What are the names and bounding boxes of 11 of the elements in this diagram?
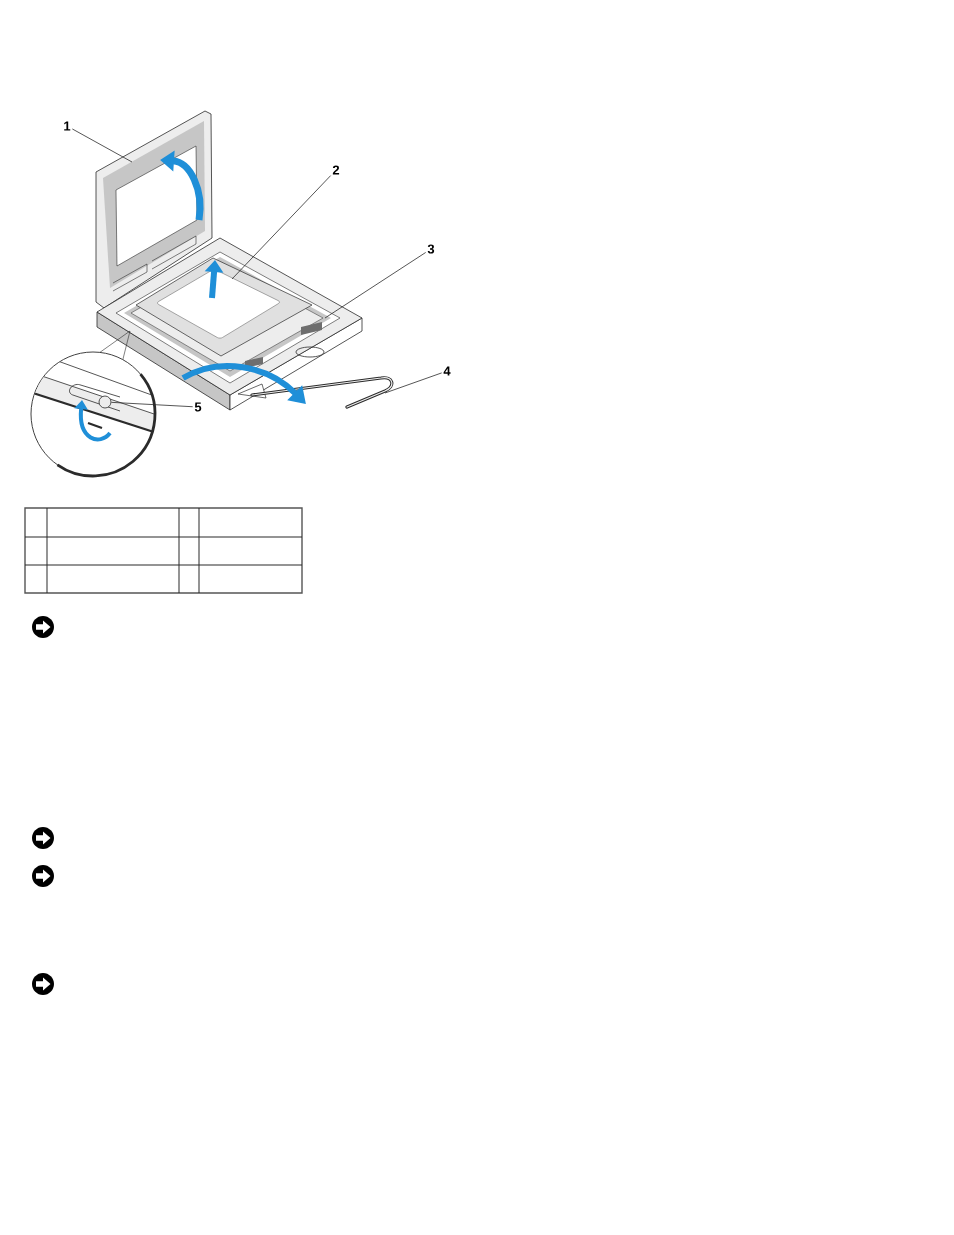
callout-number: 1 xyxy=(64,121,71,131)
callout-number: 5 xyxy=(194,402,202,412)
leader-line xyxy=(111,401,194,408)
callout-number: 3 xyxy=(427,244,435,254)
leader-line xyxy=(324,252,427,319)
callout-number: 2 xyxy=(332,165,340,175)
callout-number: 4 xyxy=(443,366,451,376)
leader-line xyxy=(384,372,443,394)
leader-line xyxy=(231,175,332,280)
pin xyxy=(98,395,112,409)
leader-line xyxy=(71,128,133,163)
